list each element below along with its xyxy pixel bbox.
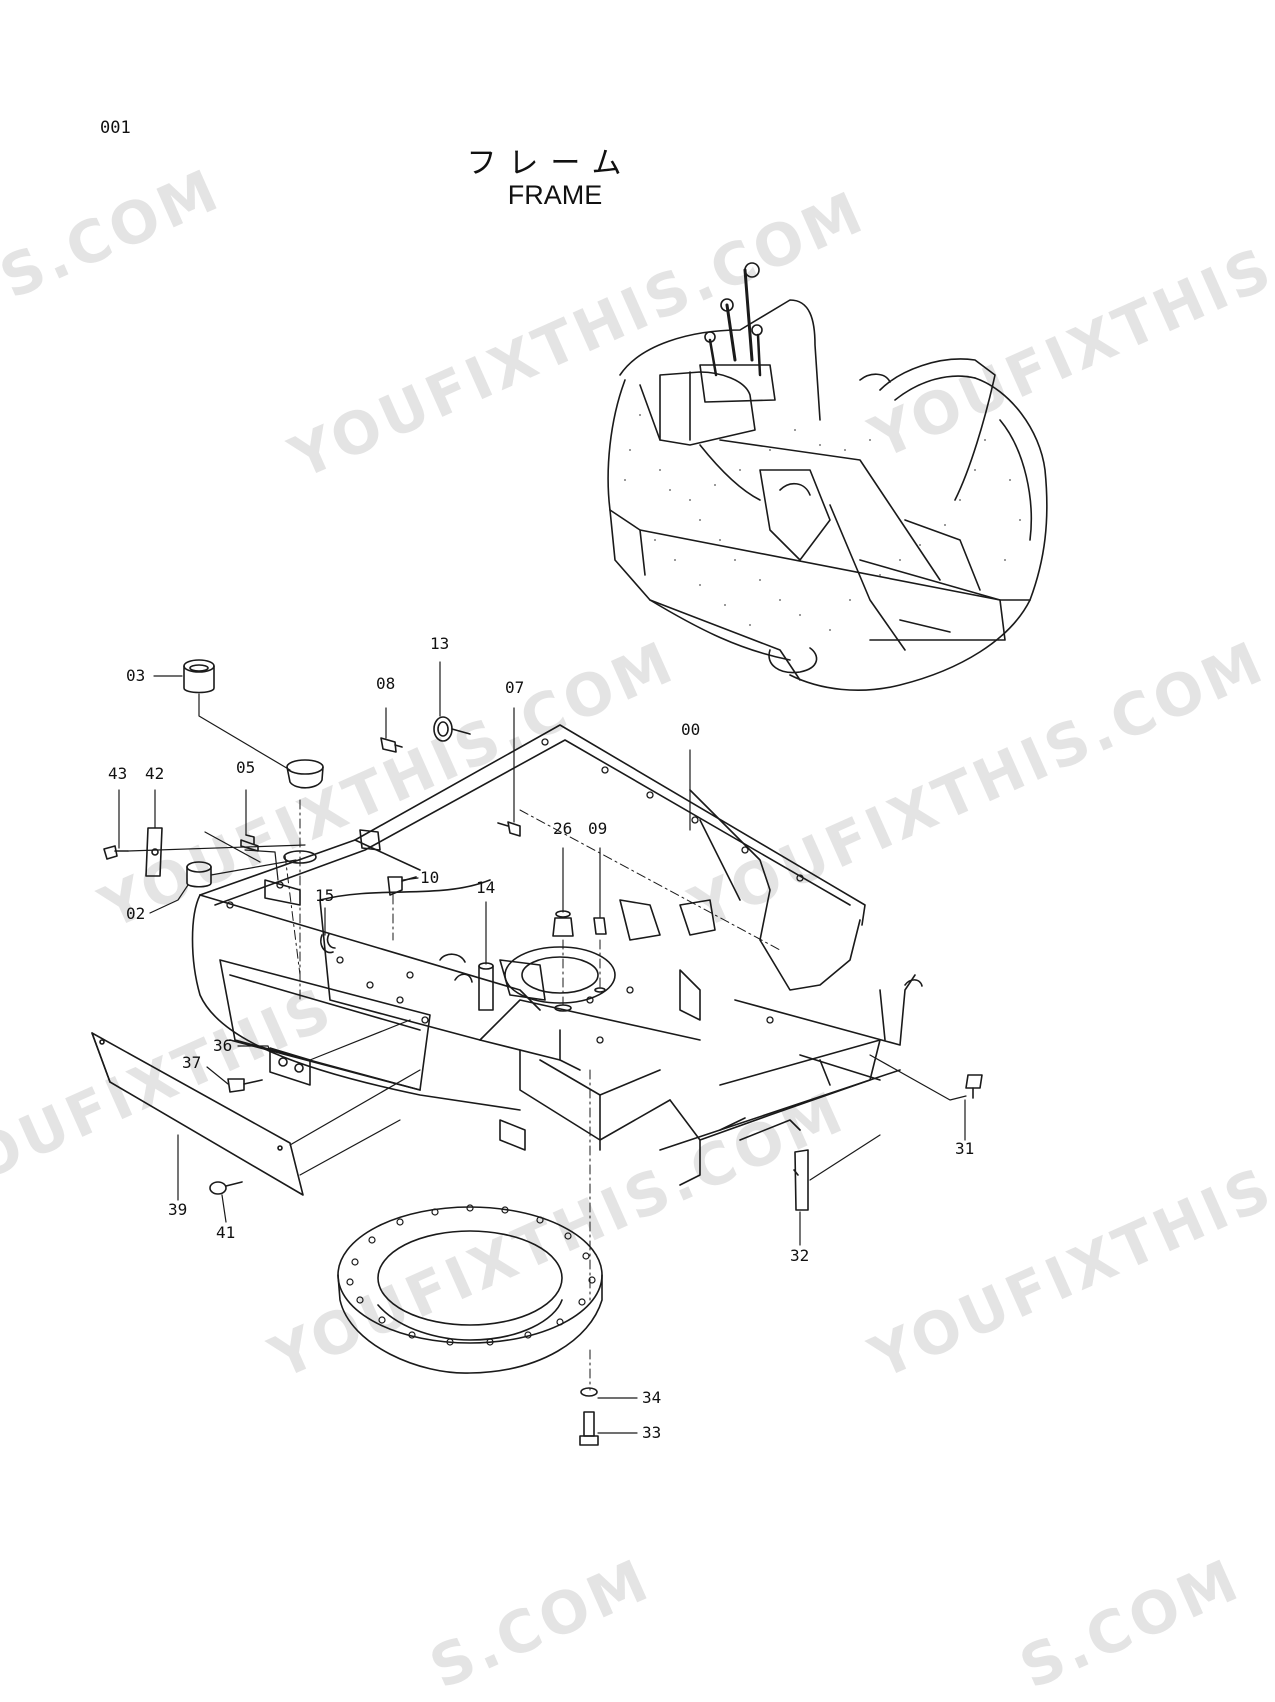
- washer-34: [580, 1387, 598, 1397]
- callout-41: 41: [216, 1223, 236, 1242]
- page-number: 001: [100, 118, 131, 138]
- pulley-13: [433, 716, 471, 742]
- callout-26: 26: [553, 819, 573, 838]
- title-japanese: フレーム: [466, 146, 634, 181]
- callout-13: 13: [430, 634, 450, 653]
- callout-43: 43: [108, 764, 128, 783]
- bolt-33: [579, 1411, 599, 1446]
- bolt-31: [965, 1074, 983, 1099]
- callout-32: 32: [790, 1246, 810, 1265]
- callout-14: 14: [476, 878, 496, 897]
- cushion-26: [552, 910, 574, 1012]
- main-frame-drawing: [191, 724, 923, 1186]
- fitting-09: [593, 917, 607, 993]
- clamp-15: [320, 933, 336, 954]
- plate-36: [269, 1047, 311, 1086]
- callout-02: 02: [126, 904, 146, 923]
- bolt-41: [209, 1181, 243, 1195]
- gasket-42: [145, 827, 163, 877]
- callout-03: 03: [126, 666, 146, 685]
- callout-42: 42: [145, 764, 165, 783]
- callout-39: 39: [168, 1200, 188, 1219]
- title-english: FRAME: [507, 180, 603, 210]
- fitting-07: [497, 821, 521, 837]
- callout-31: 31: [955, 1139, 975, 1158]
- bolt-43: [103, 845, 129, 860]
- callout-00: 00: [681, 720, 701, 739]
- leader-lines: [118, 661, 967, 1434]
- bolt-37: [227, 1078, 263, 1093]
- swing-bearing: [337, 1204, 603, 1374]
- grease-fitting-08: [380, 737, 403, 753]
- mount-rubber-03: [183, 659, 215, 694]
- callout-07: 07: [505, 678, 525, 697]
- callout-34: 34: [642, 1388, 662, 1407]
- callout-36: 36: [213, 1036, 233, 1055]
- callout-37: 37: [182, 1053, 202, 1072]
- callout-08: 08: [376, 674, 396, 693]
- callout-15: 15: [315, 886, 335, 905]
- spacer-14: [478, 962, 494, 1011]
- cover-39: [91, 1032, 304, 1196]
- bracket-32: [793, 1149, 809, 1211]
- parts-diagram-page: S.COM YOUFIXTHIS.COM YOUFIXTHIS YOUFIXTH…: [0, 118, 1275, 1702]
- parts-drawing: [91, 659, 983, 1446]
- bolt-05: [240, 834, 259, 852]
- callout-10: 10: [420, 868, 440, 887]
- callout-09: 09: [588, 819, 608, 838]
- callout-33: 33: [642, 1423, 662, 1442]
- machine-overview-illustration: [607, 262, 1048, 691]
- centre-lines: [284, 799, 781, 1391]
- frame-exploded-drawing: [91, 262, 1048, 1446]
- mount-rubber-02: [186, 861, 212, 888]
- callout-05: 05: [236, 758, 256, 777]
